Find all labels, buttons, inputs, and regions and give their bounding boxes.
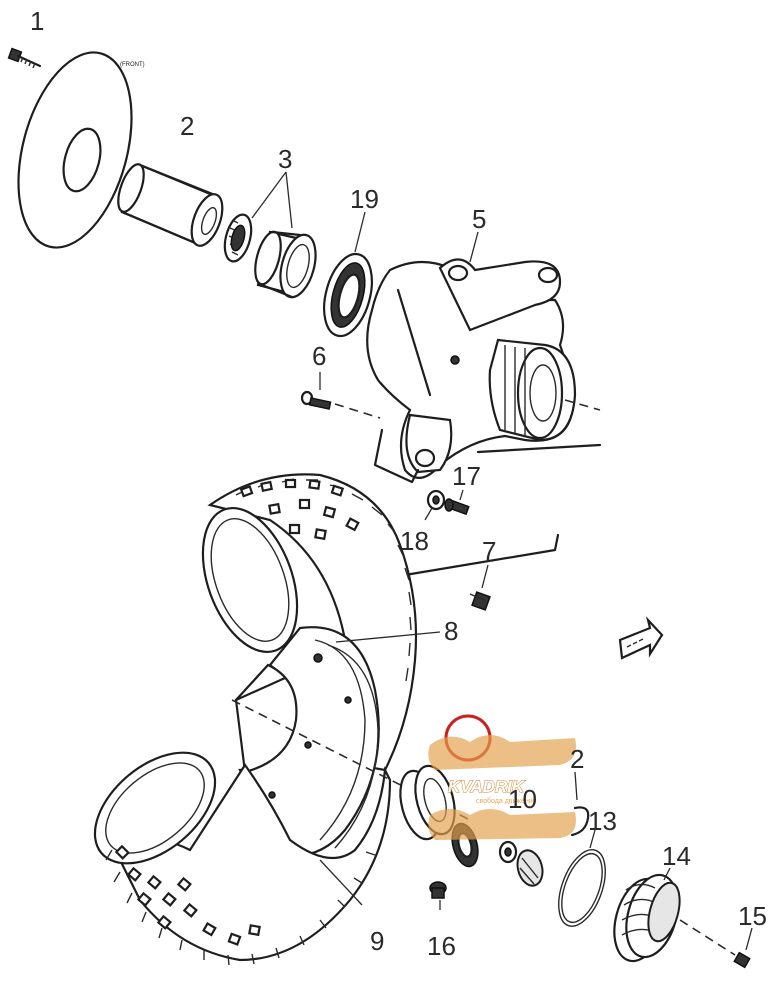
part-15-screw <box>679 919 751 969</box>
callout-2-lower: 2 <box>570 744 584 774</box>
watermark-tagline: свобода движения <box>476 797 537 805</box>
callout-7: 7 <box>482 536 496 566</box>
front-label: (FRONT) <box>120 62 145 68</box>
part-3-bearings <box>223 213 317 299</box>
callout-9: 9 <box>370 926 384 956</box>
part-7-nut <box>469 591 491 611</box>
callout-3: 3 <box>278 144 292 174</box>
front-washer-plate: (FRONT) <box>17 51 145 249</box>
callout-15: 15 <box>738 901 767 931</box>
callout-labels: 1 2 3 19 5 6 17 18 7 8 9 16 10 2 13 14 1… <box>30 6 767 961</box>
callout-10: 10 <box>508 784 537 814</box>
part-8-rim-half <box>234 626 380 857</box>
direction-arrow-icon <box>618 616 664 660</box>
part-6-bolt <box>300 390 381 419</box>
callout-5: 5 <box>472 204 486 234</box>
callout-17: 17 <box>452 461 481 491</box>
part-14-hub-cap <box>613 873 681 963</box>
part-17-bolt <box>444 498 470 516</box>
part-13-o-ring <box>558 849 606 927</box>
callout-16: 16 <box>427 931 456 961</box>
watermark-brand: KVADRIK <box>448 777 526 796</box>
watermark-logo: KVADRIK свобода движения <box>428 735 576 840</box>
callout-19: 19 <box>350 184 379 214</box>
part-5-hub <box>366 258 577 479</box>
callout-18: 18 <box>400 526 429 556</box>
callout-14: 14 <box>662 841 691 871</box>
callout-13: 13 <box>588 806 617 836</box>
part-9-tire-lower <box>93 751 392 966</box>
part-19-seal <box>323 252 373 338</box>
part-16-nut <box>429 881 447 899</box>
part-1-bolt <box>7 47 42 69</box>
part-2-spacer <box>117 163 224 247</box>
callout-2: 2 <box>180 111 194 141</box>
part-2-cotter-pin <box>570 806 590 837</box>
callout-8: 8 <box>444 616 458 646</box>
part-18-washer <box>426 489 446 511</box>
callout-1: 1 <box>30 6 44 36</box>
callout-6: 6 <box>312 341 326 371</box>
part-washer-nut <box>498 840 544 887</box>
